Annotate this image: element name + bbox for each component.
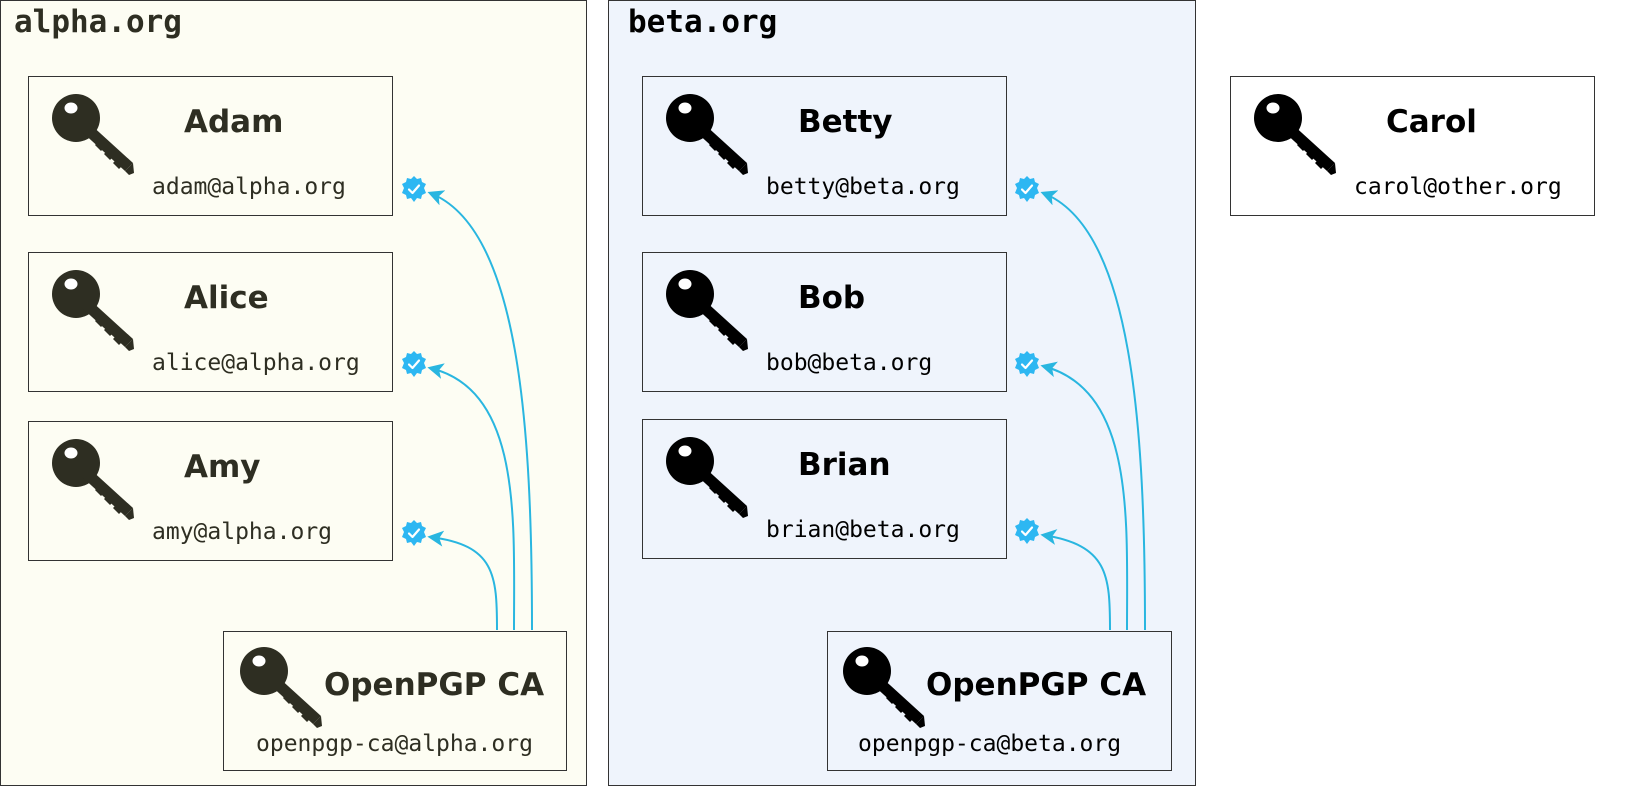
user-email: bob@beta.org — [766, 350, 933, 376]
user-name: Adam — [184, 104, 284, 140]
verified-badge-icon — [1014, 518, 1040, 544]
ca-email: openpgp-ca@beta.org — [858, 731, 1122, 757]
user-email: alice@alpha.org — [152, 350, 360, 376]
key-icon — [1253, 93, 1337, 177]
alpha-org-title: alpha.org — [14, 4, 182, 40]
ca-email: openpgp-ca@alpha.org — [256, 731, 533, 757]
user-name: Alice — [184, 280, 269, 316]
beta-org-title: beta.org — [628, 4, 778, 40]
ca-name: OpenPGP CA — [324, 667, 545, 703]
alpha-user-card-adam[interactable]: Adam adam@alpha.org — [28, 76, 393, 216]
verified-badge-icon — [401, 520, 427, 546]
ca-name: OpenPGP CA — [926, 667, 1147, 703]
verified-badge-icon — [401, 351, 427, 377]
key-icon — [51, 438, 135, 522]
user-email: brian@beta.org — [766, 517, 960, 543]
user-name: Betty — [798, 104, 893, 140]
alpha-ca-card[interactable]: OpenPGP CA openpgp-ca@alpha.org — [223, 631, 567, 771]
key-icon — [51, 93, 135, 177]
beta-ca-card[interactable]: OpenPGP CA openpgp-ca@beta.org — [827, 631, 1172, 771]
key-icon — [239, 646, 323, 730]
user-name: Amy — [184, 449, 261, 485]
key-icon — [665, 436, 749, 520]
user-email: betty@beta.org — [766, 174, 960, 200]
alpha-user-card-alice[interactable]: Alice alice@alpha.org — [28, 252, 393, 392]
key-icon — [51, 269, 135, 353]
user-email: amy@alpha.org — [152, 519, 333, 545]
user-name: Brian — [798, 447, 891, 483]
key-icon — [665, 93, 749, 177]
user-email: carol@other.org — [1354, 174, 1562, 200]
external-user-card-carol[interactable]: Carol carol@other.org — [1230, 76, 1595, 216]
verified-badge-icon — [1014, 176, 1040, 202]
verified-badge-icon — [1014, 351, 1040, 377]
beta-user-card-bob[interactable]: Bob bob@beta.org — [642, 252, 1007, 392]
beta-user-card-brian[interactable]: Brian brian@beta.org — [642, 419, 1007, 559]
key-icon — [842, 646, 926, 730]
user-name: Bob — [798, 280, 866, 316]
user-email: adam@alpha.org — [152, 174, 346, 200]
beta-user-card-betty[interactable]: Betty betty@beta.org — [642, 76, 1007, 216]
alpha-user-card-amy[interactable]: Amy amy@alpha.org — [28, 421, 393, 561]
user-name: Carol — [1386, 104, 1477, 140]
key-icon — [665, 269, 749, 353]
verified-badge-icon — [401, 176, 427, 202]
